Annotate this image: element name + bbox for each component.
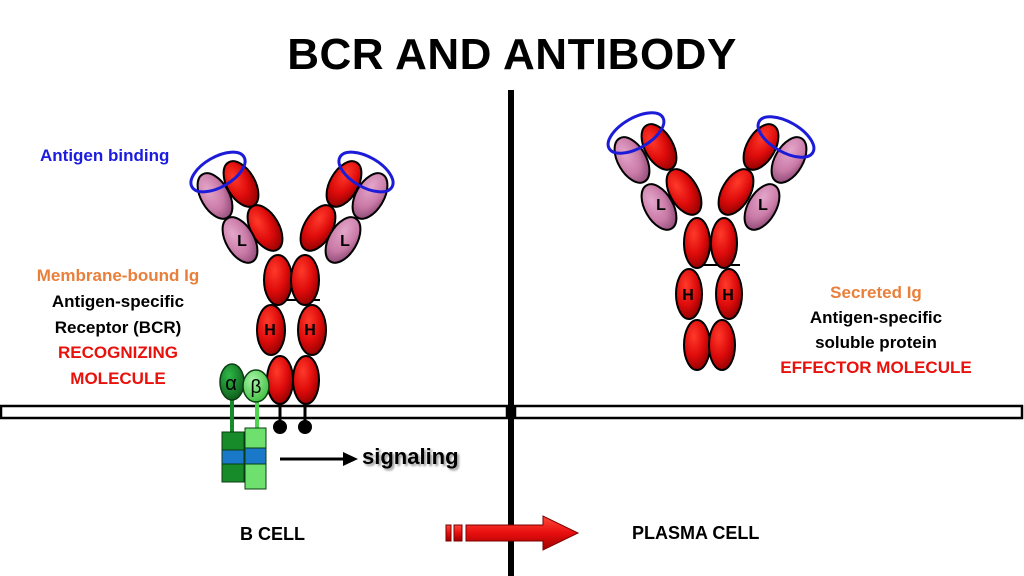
heavy-chain-domain	[297, 304, 327, 356]
effector-molecule-label: EFFECTOR MOLECULE	[780, 358, 972, 377]
heavy-chain-label: H	[682, 287, 694, 304]
bcr-molecule: L L H H	[189, 150, 395, 434]
light-chain-domain	[640, 183, 678, 231]
heavy-chain-domain	[710, 217, 738, 269]
b-cell-label: B CELL	[240, 524, 305, 544]
light-chain-domain	[324, 216, 362, 264]
light-chain-label: L	[758, 197, 768, 214]
secreted-antibody: L L H H	[606, 111, 816, 371]
heavy-chain-domain	[675, 268, 703, 320]
bcr-tail-right-anchor	[298, 420, 312, 434]
secreted-ig-label: Secreted Ig	[830, 283, 922, 302]
differentiation-arrow	[445, 515, 580, 551]
heavy-chain-domain	[640, 123, 678, 171]
antigen-binding-ring	[756, 115, 816, 159]
molecule-label: MOLECULE	[70, 369, 166, 388]
heavy-chain-domain	[256, 304, 286, 356]
heavy-chain-domain	[683, 319, 711, 371]
beta-label: β	[251, 377, 262, 398]
heavy-chain-domain	[290, 254, 320, 306]
heavy-chain-domain	[708, 319, 736, 371]
heavy-chain-domain	[742, 123, 780, 171]
signaling-label: signaling	[362, 444, 459, 469]
heavy-chain-label: H	[264, 322, 276, 339]
signaling-arrow	[280, 452, 358, 466]
cell-membrane	[0, 404, 1024, 420]
antibody-antigen-specific-label: Antigen-specific	[809, 308, 943, 327]
heavy-chain-domain	[715, 268, 743, 320]
light-chain-domain	[743, 183, 781, 231]
bcr-antigen-specific-label: Antigen-specific	[51, 292, 185, 311]
receptor-bcr-label: Receptor (BCR)	[54, 318, 182, 337]
light-chain-label: L	[237, 233, 247, 250]
antigen-binding-ring	[337, 150, 395, 194]
alpha-label: α	[225, 373, 237, 395]
antigen-binding-ring	[189, 150, 247, 194]
light-chain-domain	[351, 172, 389, 220]
heavy-chain-label: H	[722, 287, 734, 304]
heavy-chain-domain	[717, 168, 755, 216]
light-chain-domain	[770, 136, 808, 184]
page-title: BCR AND ANTIBODY	[287, 30, 737, 79]
light-chain-label: L	[656, 197, 666, 214]
bcr-tail-left-anchor	[273, 420, 287, 434]
soluble-protein-label: soluble protein	[815, 333, 937, 352]
heavy-chain-domain	[665, 168, 703, 216]
antigen-binding-ring	[606, 111, 666, 155]
membrane-bound-label: Membrane-bound Ig	[36, 266, 200, 285]
antigen-binding-label: Antigen binding	[40, 146, 170, 165]
ig-beta-chain: β	[242, 369, 270, 490]
plasma-cell-label: PLASMA CELL	[632, 523, 760, 543]
heavy-chain-domain	[266, 355, 294, 405]
ig-alpha-chain: α	[219, 363, 245, 483]
heavy-chain-domain	[292, 355, 320, 405]
heavy-chain-domain	[263, 254, 293, 306]
heavy-chain-label: H	[304, 322, 316, 339]
recognizing-label: RECOGNIZING	[58, 343, 178, 362]
heavy-chain-domain	[683, 217, 711, 269]
light-chain-label: L	[340, 233, 350, 250]
